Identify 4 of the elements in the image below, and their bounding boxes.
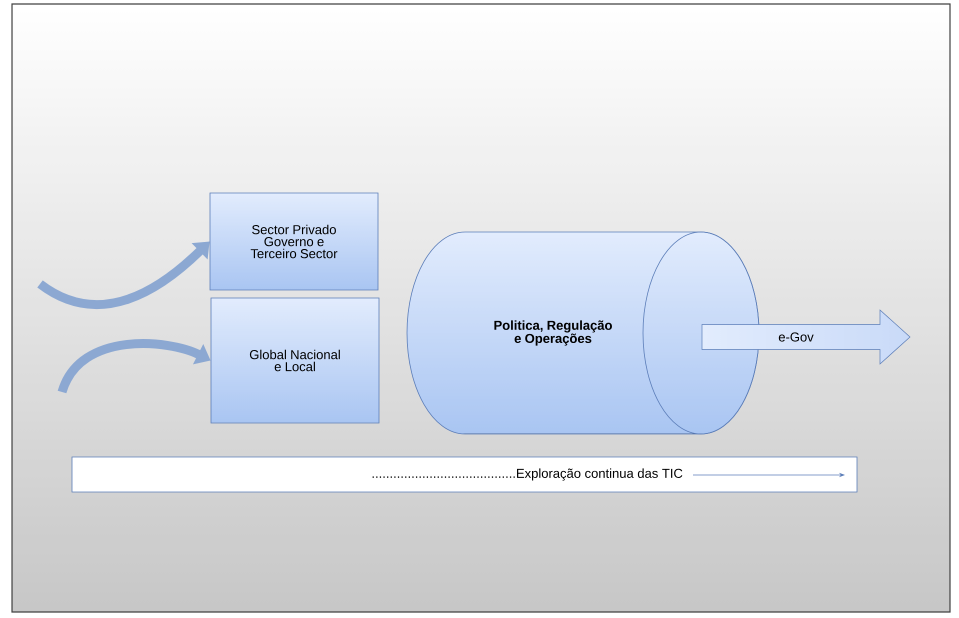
- text-box: Sector Privado Governo e Terceiro Sector: [210, 192, 378, 290]
- text-band: ........................................Exploração continua das TIC: [72, 456, 858, 492]
- text-box: Global Nacional e Local: [210, 298, 380, 424]
- cylinder: Politica, Regulação e Operações: [406, 232, 760, 434]
